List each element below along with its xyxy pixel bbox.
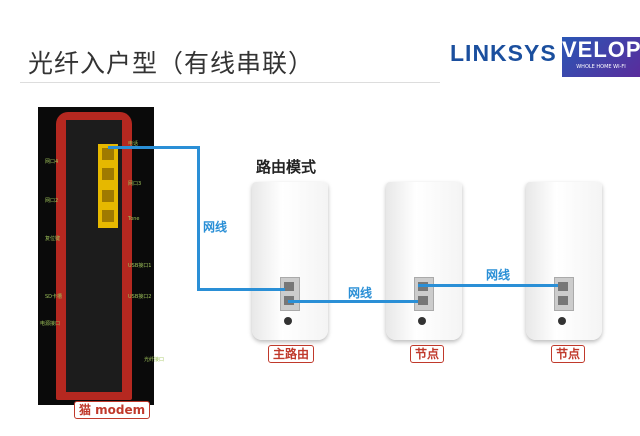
port: [102, 148, 114, 160]
power-button: [284, 317, 292, 325]
modem-port-label: 网口2: [45, 198, 59, 204]
router-label: 主路由: [268, 345, 315, 363]
router-label: 节点: [551, 345, 586, 363]
router-label: 节点: [410, 345, 445, 363]
power-button: [418, 317, 426, 325]
velop-tagline: WHOLE HOME WI-FI: [576, 64, 626, 70]
cable: [288, 300, 418, 303]
port: [102, 210, 114, 222]
cable: [197, 146, 200, 291]
ethernet-ports: [98, 144, 118, 228]
modem-port-label: 光纤接口: [144, 357, 165, 363]
title-divider: [20, 82, 440, 83]
port-panel: [414, 277, 434, 311]
port-panel: [280, 277, 300, 311]
mode-title: 路由模式: [256, 158, 317, 176]
modem-port-label: USB接口1: [128, 263, 152, 269]
modem-label: 猫 modem: [74, 401, 151, 419]
cable: [108, 146, 200, 149]
node-router: [386, 182, 462, 340]
modem-port-label: 复位键: [45, 236, 61, 242]
cable-label: 网线: [203, 220, 228, 234]
modem-port-label: 电话: [128, 141, 139, 147]
port: [102, 190, 114, 202]
port-panel: [554, 277, 574, 311]
modem-port-label: 电源接口: [40, 321, 61, 327]
cable: [418, 284, 558, 287]
velop-logo-text: VELOP: [562, 37, 640, 62]
main-router: [252, 182, 328, 340]
modem-port-label: USB接口2: [128, 294, 152, 300]
slide-title: 光纤入户型（有线串联）: [28, 49, 315, 78]
node-router: [526, 182, 602, 340]
modem-port-label: 网口3: [128, 181, 142, 187]
modem-port-label: SD卡槽: [45, 294, 63, 300]
modem-port-label: 网口4: [45, 159, 59, 165]
cable-label: 网线: [348, 286, 373, 300]
cable-label: 网线: [486, 268, 511, 282]
linksys-logo: LINKSYS: [450, 40, 557, 66]
cable: [197, 288, 285, 291]
port: [102, 168, 114, 180]
power-button: [558, 317, 566, 325]
velop-logo: VELOP WHOLE HOME WI-FI: [562, 37, 640, 77]
modem-port-label: Tone: [128, 216, 140, 222]
